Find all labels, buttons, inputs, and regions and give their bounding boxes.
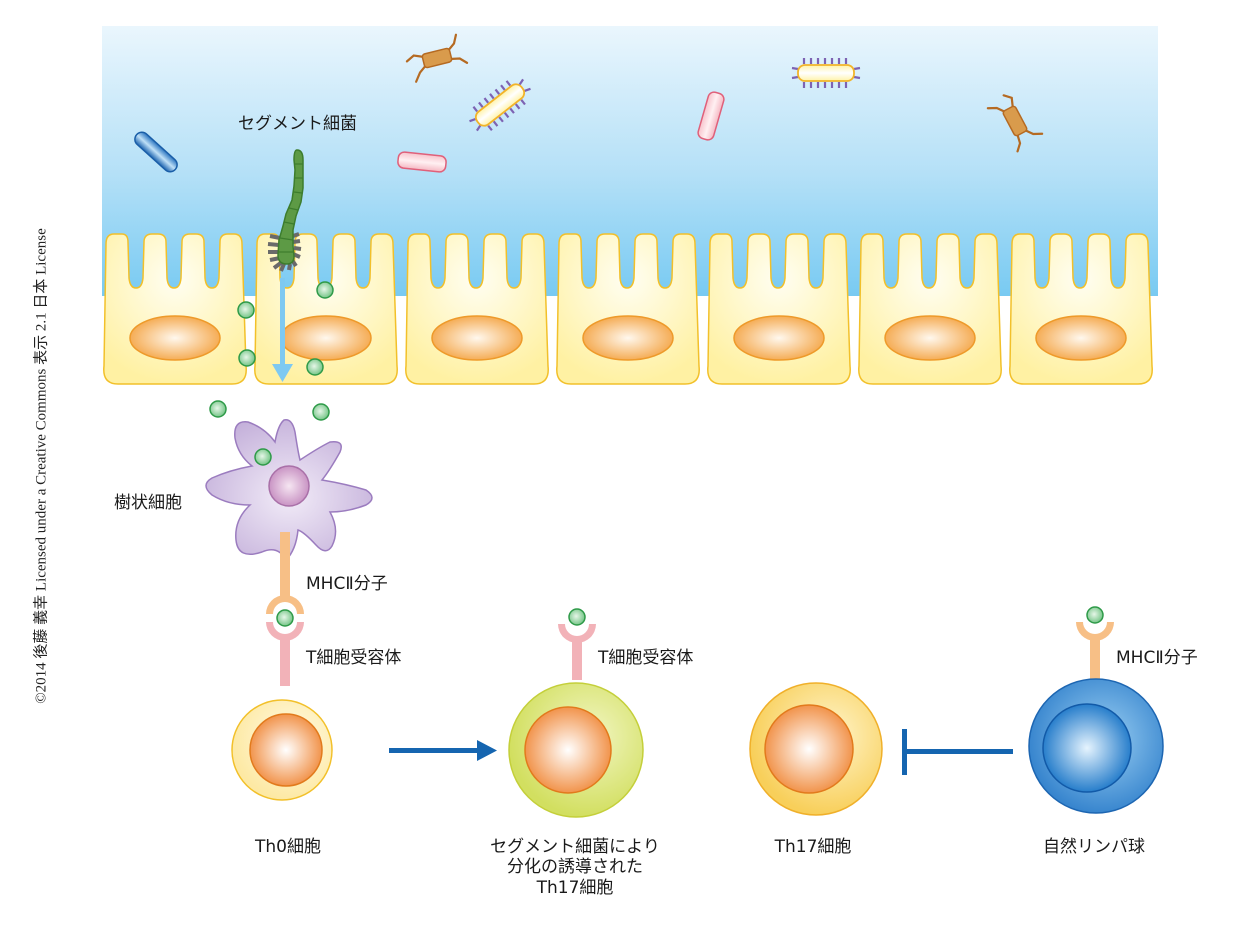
bacterium-flagellated-brown-icon — [986, 94, 1044, 153]
label-ilc: 自然リンパ球 — [1043, 837, 1145, 857]
th17-cell-icon — [749, 682, 883, 816]
bacterium-pink-rod-icon — [697, 91, 725, 141]
differentiation-arrow — [389, 740, 497, 761]
antigen-icon — [316, 281, 334, 299]
label-tcr-th0: T細胞受容体 — [306, 648, 402, 668]
label-th17-induced-line: Th17細胞 — [536, 877, 614, 898]
label-th17-induced-line: セグメント細菌により — [490, 837, 660, 857]
antigen-particles — [209, 281, 334, 421]
antigen-icon — [1086, 606, 1104, 624]
t-cell-receptor-th0 — [266, 622, 304, 686]
antigen-icon — [237, 301, 255, 319]
bacterium-ciliated-yellow-icon — [469, 78, 531, 132]
inhibition-line — [902, 729, 1013, 775]
antigen-transport-arrow — [272, 278, 293, 382]
label-dendritic-cell: 樹状細胞 — [114, 493, 182, 513]
bacterium-ciliated-yellow-icon — [791, 58, 861, 88]
dendritic-cell-icon — [205, 419, 373, 562]
label-th0: Th0細胞 — [255, 837, 321, 857]
antigen-icon — [276, 609, 294, 627]
induced-th17-cell-icon — [508, 682, 644, 818]
innate-lymphoid-cell-icon — [1028, 678, 1164, 814]
bacterium-flagellated-brown-icon — [405, 33, 469, 83]
license-credit: ©2014 後藤 義幸 Licensed under a Creative Co… — [33, 228, 50, 704]
bacterium-blue-rod-icon — [134, 131, 178, 173]
label-th17-induced: セグメント細菌により 分化の誘導された Th17細胞 — [490, 837, 660, 898]
antigen-icon — [209, 400, 227, 418]
th0-cell-icon — [231, 699, 333, 801]
t-cell-receptor-th17 — [558, 624, 596, 680]
label-th17-induced-line: 分化の誘導された — [506, 857, 643, 878]
label-segmented-bacteria: セグメント細菌 — [238, 114, 357, 134]
antigen-icon — [568, 608, 586, 626]
label-mhc2-ilc: MHCⅡ分子 — [1116, 648, 1198, 668]
antigen-icon — [306, 358, 324, 376]
antigen-icon — [254, 448, 272, 466]
bacterium-pink-rod-icon — [397, 151, 447, 173]
antigen-icon — [312, 403, 330, 421]
mhc-class-ii-molecule-dc — [266, 532, 304, 614]
antigen-icon — [238, 349, 256, 367]
label-tcr-th17: T細胞受容体 — [598, 648, 694, 668]
mhc-class-ii-molecule-ilc — [1076, 622, 1114, 680]
label-mhc2-dc: MHCⅡ分子 — [306, 574, 388, 594]
segmented-filamentous-bacterium-icon — [267, 149, 304, 272]
label-th17: Th17細胞 — [774, 837, 852, 857]
